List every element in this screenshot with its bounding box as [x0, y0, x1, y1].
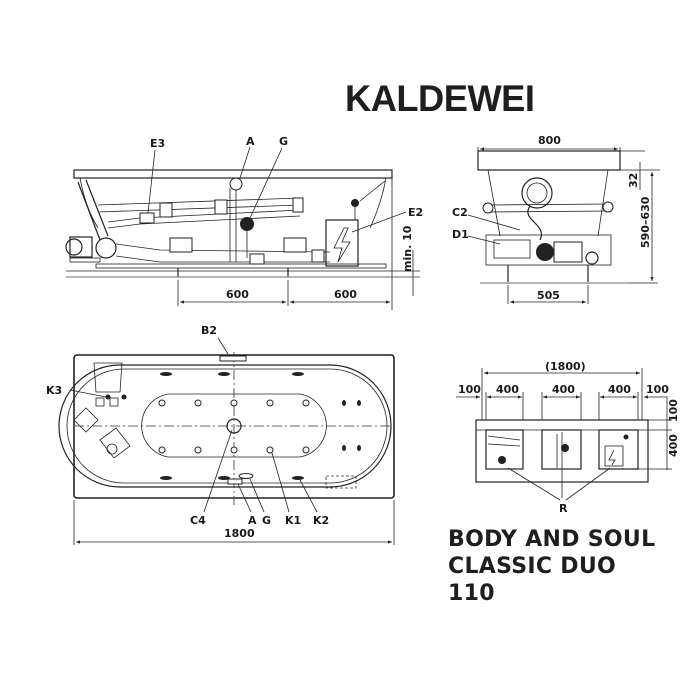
dim-panel-3: 400 — [608, 383, 631, 396]
dim-rim-32: 32 — [627, 173, 640, 188]
product-line-2: CLASSIC DUO — [448, 554, 617, 579]
dim-panel-1: 400 — [496, 383, 519, 396]
dim-right-span: 600 — [334, 288, 357, 301]
label-g-side: G — [279, 135, 288, 148]
side-view — [65, 146, 420, 310]
dim-top-offset: 100 — [667, 399, 680, 422]
dim-total-1800: (1800) — [545, 360, 586, 373]
dim-panel-2: 400 — [552, 383, 575, 396]
dim-margin-left: 100 — [458, 383, 481, 396]
label-e2: E2 — [408, 206, 423, 219]
label-k1: K1 — [285, 514, 301, 527]
top-view — [58, 337, 395, 545]
dim-length: 1800 — [224, 527, 255, 540]
label-r: R — [559, 502, 568, 515]
product-title: BODY AND SOUL CLASSIC DUO 110 — [448, 526, 655, 607]
dim-width-800: 800 — [538, 134, 561, 147]
label-k3: K3 — [46, 384, 62, 397]
end-view — [467, 147, 660, 304]
product-line-1: BODY AND SOUL — [448, 527, 656, 552]
dim-margin-right: 100 — [646, 383, 669, 396]
dim-height: 590–630 — [639, 196, 652, 248]
brand-logo: KALDEWEI — [345, 78, 535, 119]
label-k2: K2 — [313, 514, 329, 527]
label-b2: B2 — [201, 324, 217, 337]
access-view — [456, 368, 672, 501]
label-c4: C4 — [190, 514, 206, 527]
label-d1: D1 — [452, 228, 469, 241]
dim-panel-height: 400 — [667, 434, 680, 457]
label-a-side: A — [246, 135, 255, 148]
dim-feet-span: 505 — [537, 289, 560, 302]
label-c2: C2 — [452, 206, 468, 219]
dim-left-span: 600 — [226, 288, 249, 301]
product-line-3: 110 — [448, 581, 495, 606]
label-a-top: A — [248, 514, 257, 527]
label-g-top: G — [262, 514, 271, 527]
label-e3: E3 — [150, 137, 165, 150]
dim-min-clearance: min. 10 — [401, 225, 414, 272]
